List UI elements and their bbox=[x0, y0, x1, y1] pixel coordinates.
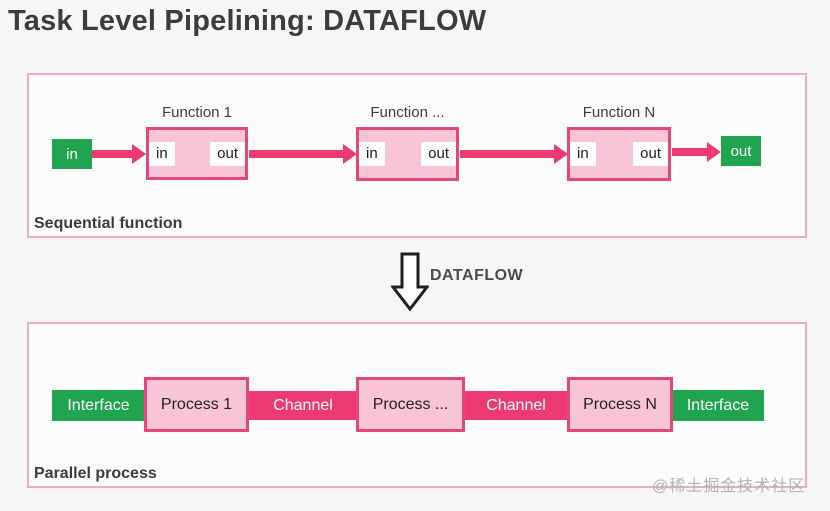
watermark: @稀土掘金技术社区 bbox=[652, 478, 806, 495]
function-dots-box: in out bbox=[356, 127, 459, 181]
function-1-box: in out bbox=[146, 127, 248, 180]
channel-bar: Channel bbox=[463, 391, 569, 420]
function-dots-out-port: out bbox=[421, 142, 456, 166]
function-dots-label: Function ... bbox=[370, 104, 445, 121]
dataflow-label: DATAFLOW bbox=[430, 267, 524, 284]
process-1-box: Process 1 bbox=[144, 377, 249, 432]
interface-box-right: Interface bbox=[672, 390, 764, 421]
parallel-process-caption: Parallel process bbox=[34, 465, 157, 482]
function-n-box: in out bbox=[567, 127, 671, 181]
function-n-label: Function N bbox=[582, 104, 656, 121]
page-title: Task Level Pipelining: DATAFLOW bbox=[8, 5, 487, 37]
function-n-in-port: in bbox=[570, 142, 596, 166]
process-dots-box: Process ... bbox=[356, 377, 465, 432]
input-box: in bbox=[52, 139, 92, 169]
function-n-out-port: out bbox=[633, 142, 668, 166]
flow-arrow bbox=[249, 144, 357, 164]
channel-bar: Channel bbox=[248, 391, 358, 420]
function-1-label: Function 1 bbox=[161, 104, 233, 121]
down-arrow-icon bbox=[391, 252, 429, 312]
flow-arrow bbox=[460, 144, 568, 164]
output-box: out bbox=[721, 136, 761, 166]
function-dots-in-port: in bbox=[359, 142, 385, 166]
process-n-box: Process N bbox=[567, 377, 673, 432]
interface-box-left: Interface bbox=[52, 390, 145, 421]
sequential-function-caption: Sequential function bbox=[34, 215, 183, 232]
function-1-out-port: out bbox=[210, 141, 245, 166]
function-1-in-port: in bbox=[149, 141, 175, 166]
flow-arrow bbox=[92, 144, 146, 164]
flow-arrow bbox=[672, 142, 721, 162]
